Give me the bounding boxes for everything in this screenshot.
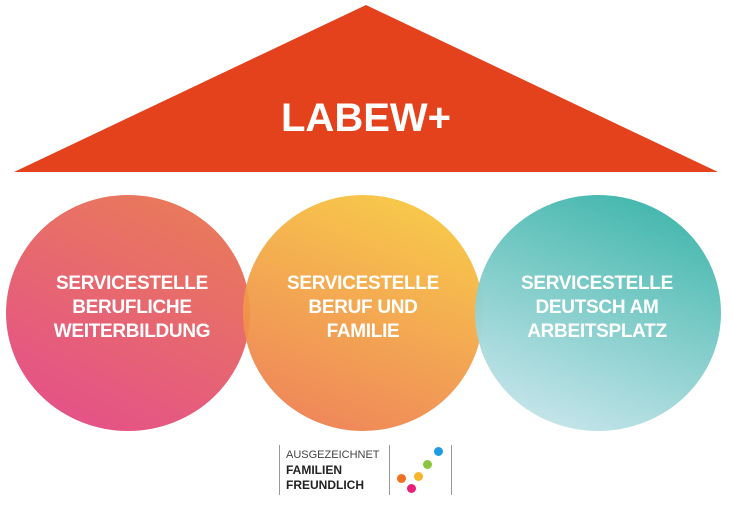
circle-label-deutsch: SERVICESTELLE DEUTSCH AM ARBEITSPLATZ: [487, 272, 707, 344]
circle-label-weiterbildung: SERVICESTELLE BERUFLICHE WEITERBILDUNG: [22, 272, 242, 344]
divider: [451, 445, 452, 495]
dot-icon: [397, 474, 406, 483]
circle-deutsch: [475, 195, 721, 431]
divider: [279, 445, 280, 495]
label-line: BERUF UND: [308, 297, 418, 318]
label-line: FAMILIE: [326, 321, 400, 342]
dot-icon: [407, 484, 416, 493]
dot-icon: [434, 447, 443, 456]
dot-icon: [423, 460, 432, 469]
badge-line2: FAMILIEN: [286, 463, 342, 477]
label-line: BERUFLICHE: [72, 297, 192, 318]
label-line: WEITERBILDUNG: [53, 321, 211, 342]
circle-label-beruf-familie: SERVICESTELLE BERUF UND FAMILIE: [253, 272, 473, 344]
divider: [389, 445, 390, 495]
label-line: SERVICESTELLE: [286, 273, 439, 294]
label-line: SERVICESTELLE: [520, 273, 673, 294]
roof-title: LABEW+: [281, 96, 451, 140]
badge-line1: AUSGEZEICHNET: [286, 449, 380, 461]
badge-line3: FREUNDLICH: [286, 478, 364, 492]
circle-beruf-familie: [243, 195, 483, 431]
label-line: SERVICESTELLE: [55, 273, 208, 294]
circle-weiterbildung: [6, 195, 250, 431]
label-line: DEUTSCH AM: [535, 297, 659, 318]
label-line: ARBEITSPLATZ: [527, 321, 667, 342]
dot-icon: [414, 472, 423, 481]
roof-triangle: [14, 5, 718, 172]
